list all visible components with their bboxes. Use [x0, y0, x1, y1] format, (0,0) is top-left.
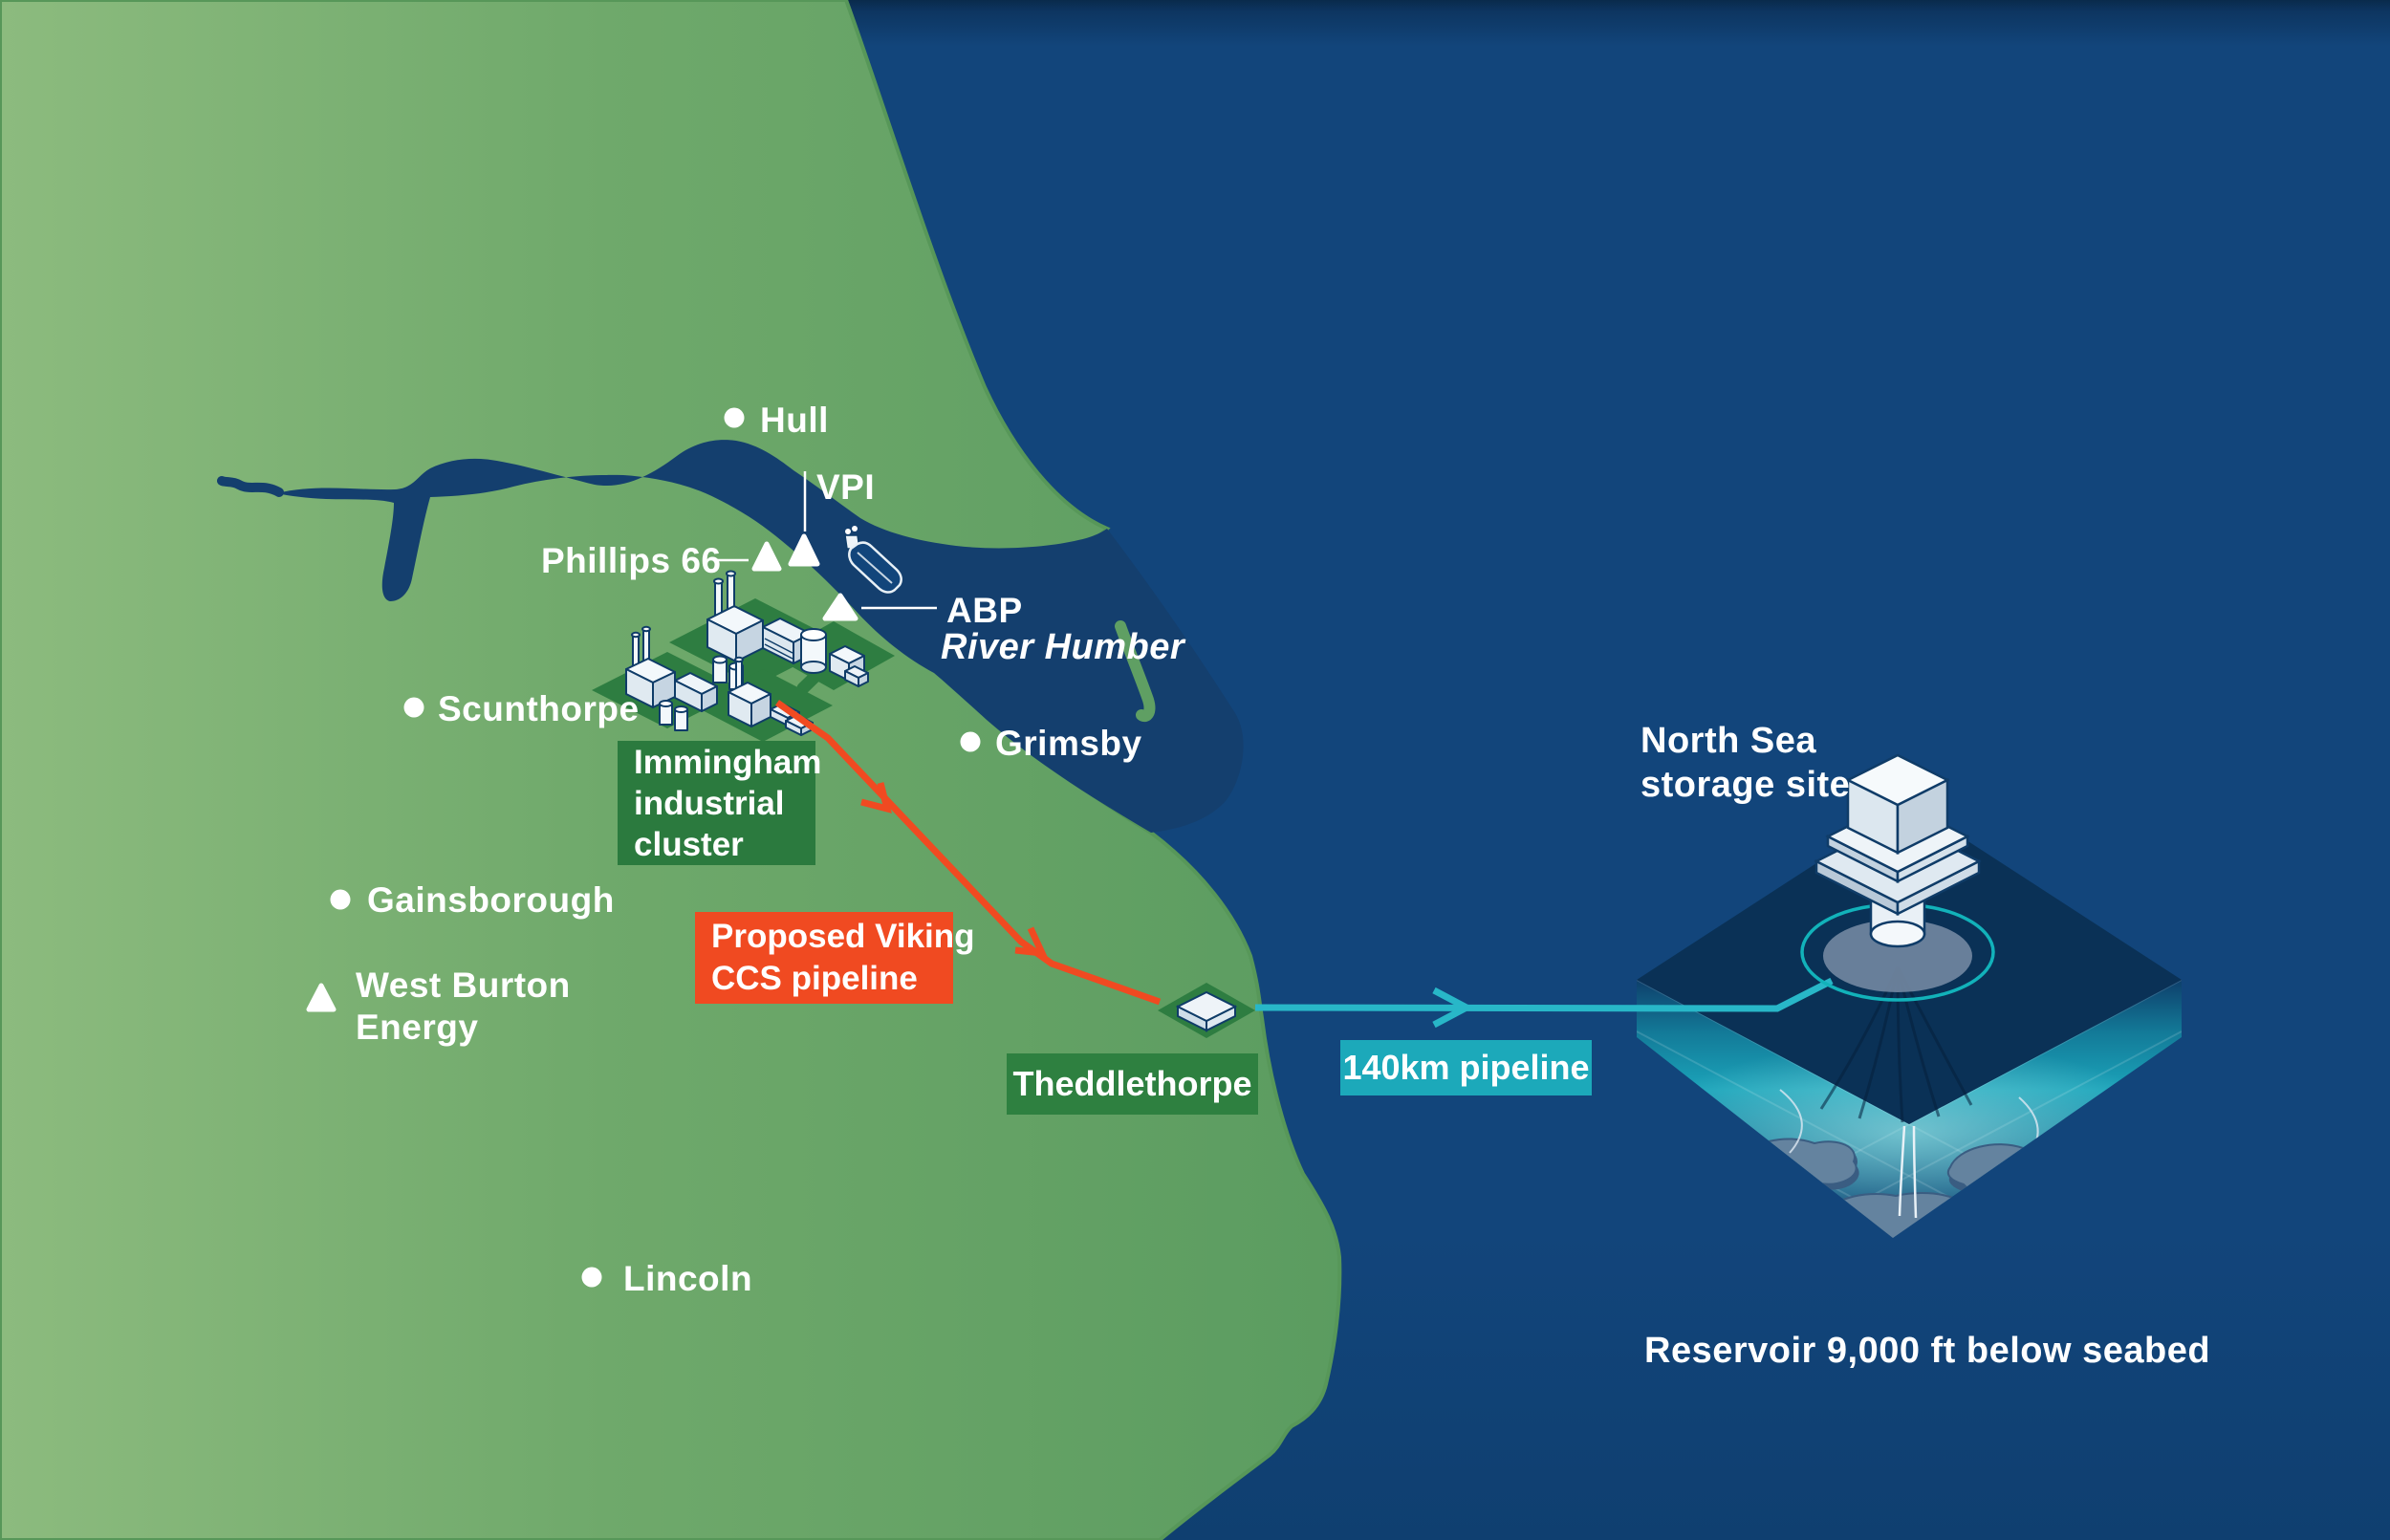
immingham-callout: Immingham industrial cluster	[618, 741, 822, 865]
gainsborough-label: Gainsborough	[367, 880, 615, 920]
abp-triangle-icon	[822, 593, 858, 621]
pipeline-140km-label: 140km pipeline	[1342, 1048, 1590, 1087]
pipeline-chevron-icon	[1014, 926, 1048, 958]
pipeline-chevron-icon	[860, 782, 892, 813]
immingham-line1: Immingham	[634, 743, 822, 781]
tanker-ship-icon	[844, 526, 902, 594]
west-burton-line2: Energy	[356, 1008, 479, 1047]
vpi-triangle-icon	[788, 533, 820, 567]
vpi-label: VPI	[816, 467, 876, 507]
grimsby-dot-icon	[960, 731, 981, 752]
spurn-spit-shape	[1115, 620, 1156, 723]
terminal-diamond-icon	[1158, 983, 1255, 1038]
offshore-pipeline-route	[1254, 977, 1834, 1029]
viking-ccs-pipeline-route	[774, 700, 1162, 1006]
north-sea-storage-label: North Sea storage site	[1640, 719, 1850, 807]
river-humber-shape	[277, 440, 1244, 833]
river-tail	[217, 476, 284, 497]
immingham-line2: industrial	[634, 784, 785, 822]
pipeline-140km-callout: 140km pipeline	[1340, 1040, 1592, 1095]
lincoln-label: Lincoln	[623, 1259, 753, 1298]
viking-line1: Proposed Viking	[711, 918, 975, 955]
west-burton-line1: West Burton	[356, 965, 571, 1005]
west-burton-triangle-icon	[306, 983, 337, 1012]
hull-dot-icon	[724, 407, 745, 428]
phillips66-triangle-icon	[751, 541, 782, 572]
immingham-line3: cluster	[634, 825, 744, 863]
grimsby-label: Grimsby	[995, 724, 1142, 763]
city-markers	[330, 407, 981, 1288]
phillips66-label: Phillips 66	[541, 541, 722, 580]
theddlethorpe-callout: Theddlethorpe	[1007, 1053, 1258, 1115]
offshore-platform-icon	[1800, 753, 1995, 1002]
viking-line2: CCS pipeline	[711, 960, 918, 997]
pipeline-chevron-icon	[1432, 987, 1474, 1029]
scunthorpe-label: Scunthorpe	[438, 689, 640, 728]
river-humber-label: River Humber	[941, 627, 1185, 667]
lincoln-dot-icon	[581, 1267, 602, 1288]
leader-lines	[715, 471, 937, 610]
abp-label: ABP	[946, 591, 1023, 630]
viking-pipeline-callout: Proposed Viking CCS pipeline	[695, 912, 975, 1004]
factory-cluster-icon	[592, 570, 895, 742]
gainsborough-dot-icon	[330, 889, 351, 910]
west-burton-label: West Burton Energy	[356, 965, 571, 1049]
north-sea-line2: storage site	[1640, 765, 1851, 805]
scunthorpe-dot-icon	[403, 697, 424, 718]
well-lines	[1898, 1125, 1918, 1219]
theddlethorpe-label: Theddlethorpe	[1012, 1064, 1252, 1103]
north-sea-line1: North Sea	[1640, 721, 1816, 761]
reservoir-caption: Reservoir 9,000 ft below seabed	[1644, 1331, 2211, 1371]
hull-label: Hull	[760, 401, 829, 440]
site-markers	[306, 533, 858, 1012]
